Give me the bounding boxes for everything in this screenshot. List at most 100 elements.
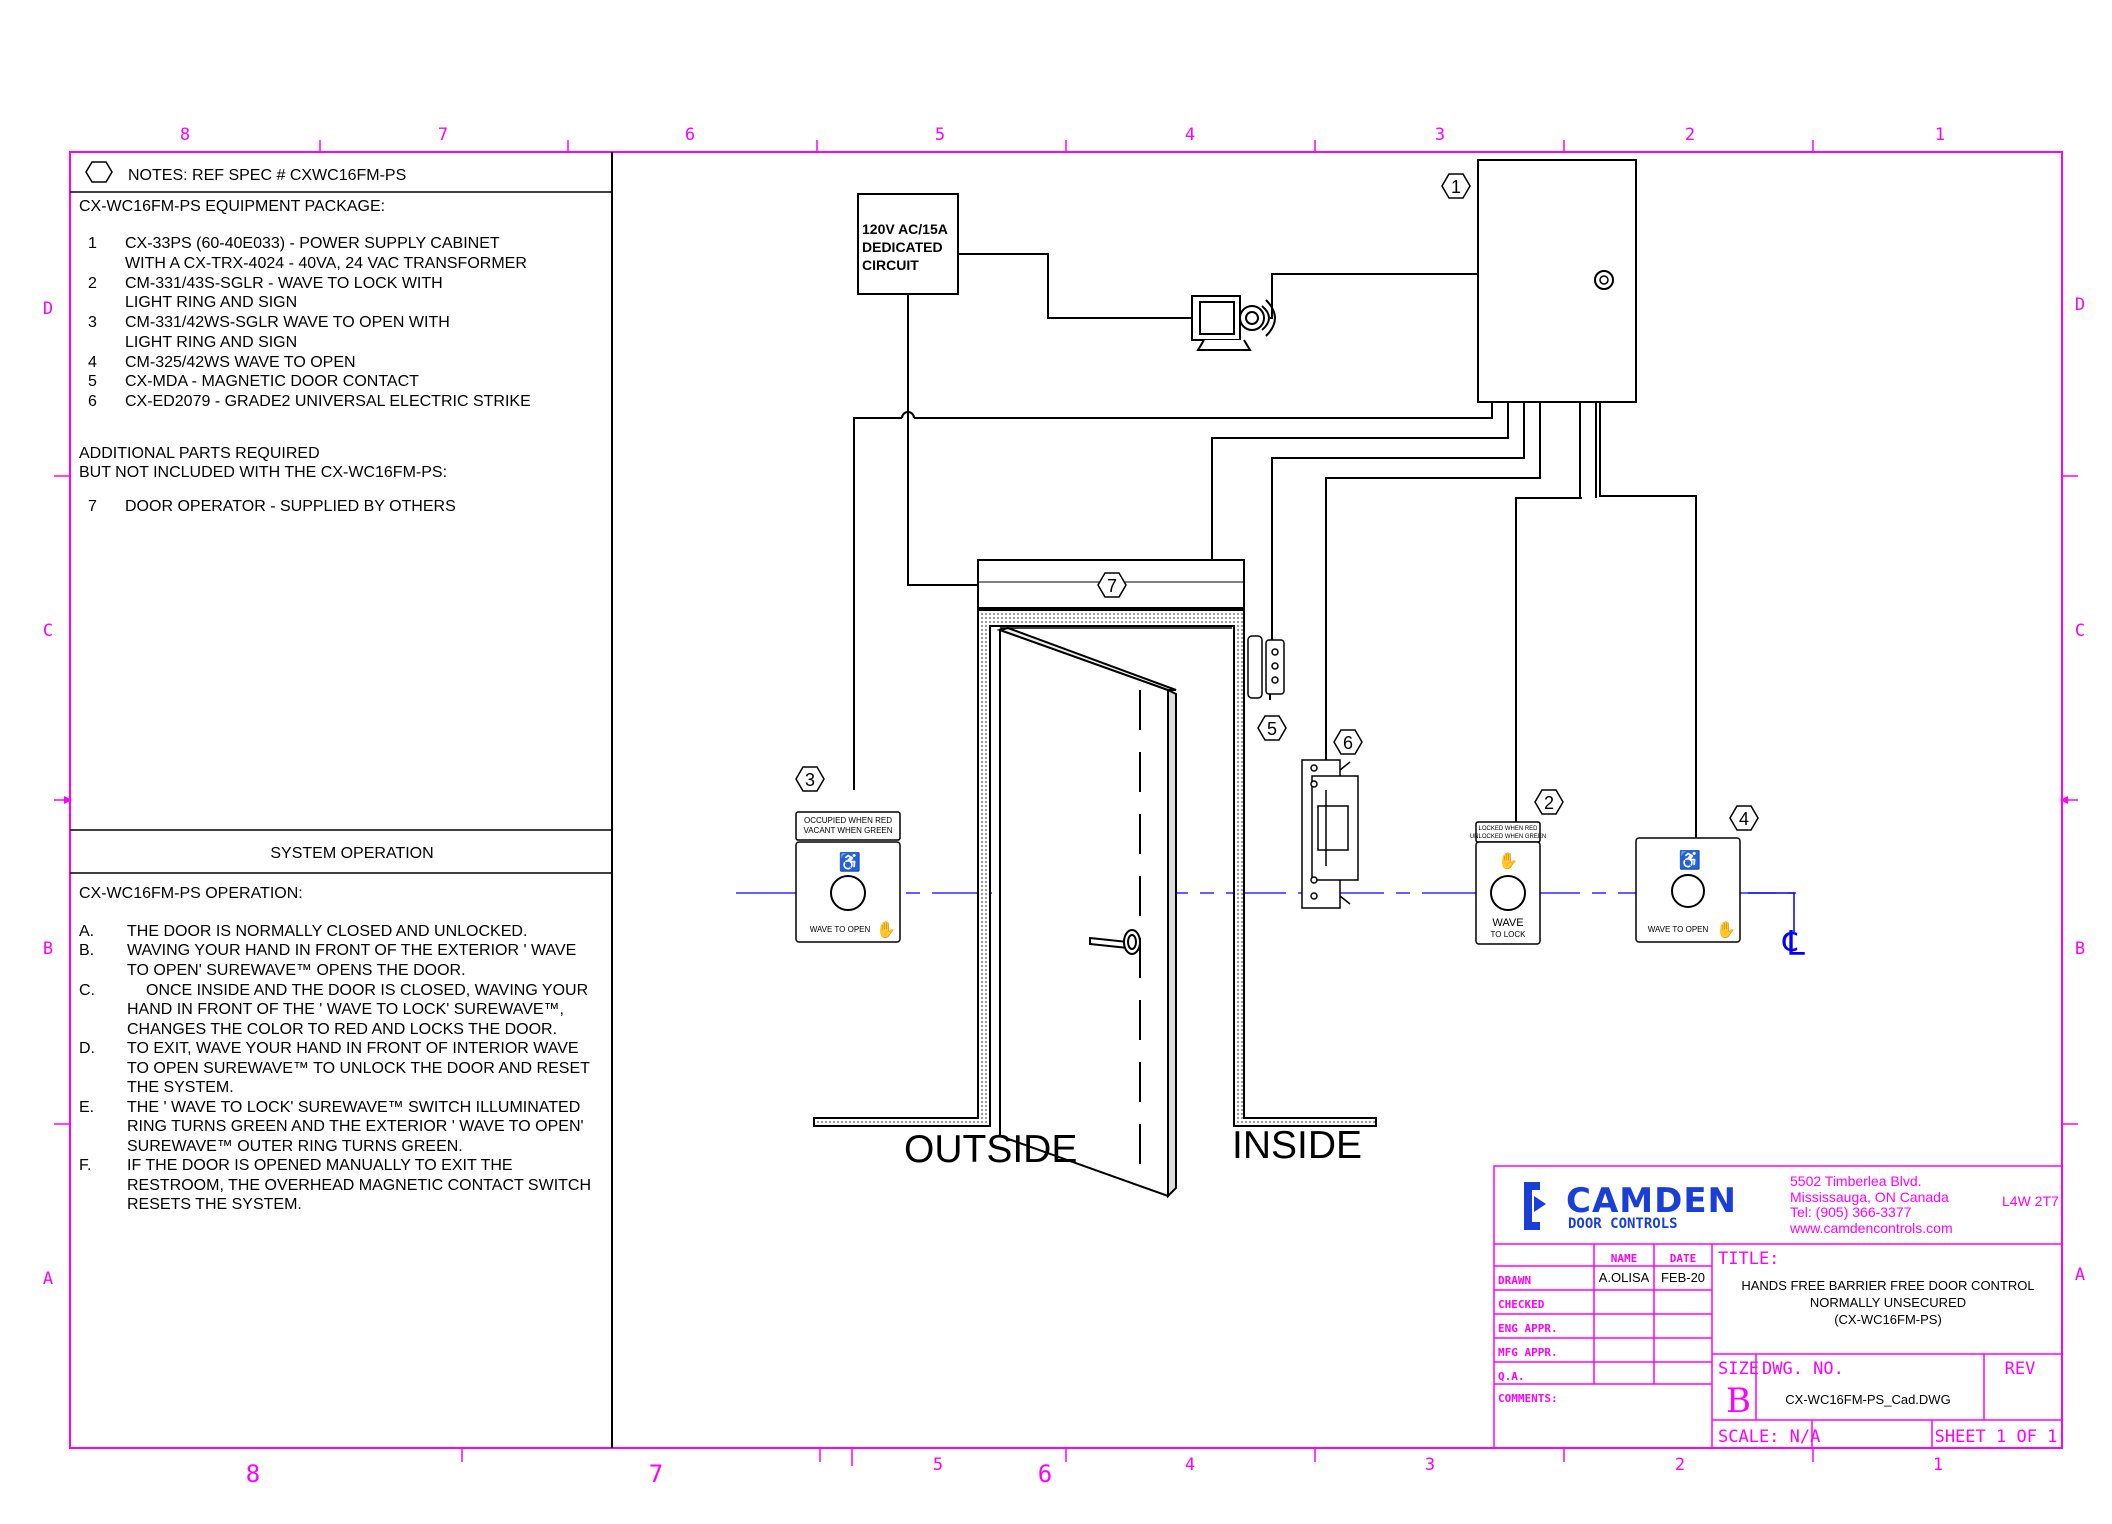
step-line: TO OPEN SUREWAVE™ TO UNLOCK THE DOOR AND… [127, 1060, 590, 1077]
wave-to-open-label: WAVE TO OPEN [1648, 925, 1709, 934]
additional-parts-line: BUT NOT INCLUDED WITH THE CX-WC16FM-PS: [79, 464, 447, 481]
door-operator: 7 [977, 559, 1245, 609]
dwg-label: DWG. NO. [1762, 1359, 1844, 1379]
drawing-title-line: (CX-WC16FM-PS) [1834, 1312, 1942, 1327]
zone-left-A: A [43, 1269, 53, 1289]
step-line: RESETS THE SYSTEM. [127, 1196, 302, 1213]
operation-panel: SYSTEM OPERATION CX-WC16FM-PS OPERATION:… [70, 829, 612, 1213]
operation-title: CX-WC16FM-PS OPERATION: [79, 885, 303, 902]
hand-wave-icon: ✋ [1716, 920, 1736, 939]
step-line: IF THE DOOR IS OPENED MANUALLY TO EXIT T… [127, 1157, 513, 1174]
step-line: WAVING YOUR HAND IN FRONT OF THE EXTERIO… [127, 942, 576, 959]
equipment-line: CM-331/42WS-SGLR WAVE TO OPEN WITH [125, 314, 450, 331]
electric-strike-icon [1301, 759, 1359, 909]
zone-top-8: 8 [180, 125, 190, 145]
callout-number: 4 [1739, 809, 1749, 829]
logo-main: CAMDEN [1566, 1181, 1737, 1221]
callout-number: 3 [805, 770, 815, 790]
callouts: 1 2 3 4 5 6 [795, 173, 1759, 831]
equipment-line: CX-33PS (60-40E033) - POWER SUPPLY CABIN… [125, 235, 500, 252]
approvals-table: NAME DATE DRAWN CHECKED ENG APPR. MFG AP… [1498, 1252, 1696, 1405]
dwg-value: CX-WC16FM-PS_Cad.DWG [1785, 1392, 1950, 1407]
equipment-list: 1 CX-33PS (60-40E033) - POWER SUPPLY CAB… [88, 235, 531, 410]
equipment-line: LIGHT RING AND SIGN [125, 334, 297, 351]
drawn-name: A.OLISA [1599, 1270, 1650, 1285]
sheet-label: SHEET 1 OF 1 [1935, 1427, 2058, 1447]
address-line: 5502 Timberlea Blvd. [1790, 1173, 1922, 1189]
title-block [1493, 1165, 2063, 1449]
size-value: B [1726, 1381, 1751, 1421]
wiring [853, 253, 1697, 838]
step-line: RING TURNS GREEN AND THE EXTERIOR ' WAVE… [127, 1118, 584, 1135]
wheelchair-icon: ♿ [839, 851, 861, 872]
callout-6: 6 [1333, 729, 1363, 755]
zone-top-2: 2 [1685, 125, 1695, 145]
sign-line: LOCKED WHEN RED [1478, 826, 1538, 832]
equipment-line: CX-ED2079 - GRADE2 UNIVERSAL ELECTRIC ST… [125, 393, 531, 410]
door-leaf [996, 626, 1177, 1199]
door-frame [813, 609, 1377, 1127]
zone-right-A: A [2075, 1265, 2085, 1285]
scale-label: SCALE: N/A [1718, 1427, 1820, 1447]
row-mfg-appr: MFG APPR. [1498, 1346, 1558, 1359]
magnetic-contact-icon [1247, 635, 1285, 699]
notes-header: NOTES: REF SPEC # CXWC16FM-PS [128, 167, 406, 184]
callout-number: 5 [1267, 719, 1277, 739]
equipment-num: 2 [88, 275, 97, 292]
zone-top-7: 7 [438, 125, 448, 145]
zone-bottom-4: 4 [1185, 1455, 1195, 1475]
centerline: ℄ [736, 892, 1805, 963]
postal-code: L4W 2T7 [2002, 1193, 2059, 1209]
additional-parts-line: ADDITIONAL PARTS REQUIRED [79, 445, 320, 462]
logo-sub: DOOR CONTROLS [1568, 1216, 1678, 1232]
zone-left-B: B [43, 939, 53, 959]
step-letter: E. [79, 1099, 94, 1116]
zone-bottom-3: 3 [1425, 1455, 1435, 1475]
equipment-line: CX-MDA - MAGNETIC DOOR CONTACT [125, 373, 419, 390]
extra-item-text: DOOR OPERATOR - SUPPLIED BY OTHERS [125, 498, 456, 515]
hand-wave-icon: ✋ [876, 920, 896, 939]
to-lock-label: TO LOCK [1491, 930, 1527, 939]
address-line: Tel: (905) 366-3377 [1790, 1204, 1912, 1220]
circuit-line: CIRCUIT [862, 257, 919, 273]
equipment-line: LIGHT RING AND SIGN [125, 294, 297, 311]
step-letter: D. [79, 1040, 95, 1057]
equipment-line: CM-331/43S-SGLR - WAVE TO LOCK WITH [125, 275, 443, 292]
callout-4: 4 [1729, 805, 1759, 831]
row-checked: CHECKED [1498, 1298, 1545, 1311]
drawing-title-line: NORMALLY UNSECURED [1810, 1295, 1966, 1310]
company-address: 5502 Timberlea Blvd. Mississauga, ON Can… [1789, 1173, 2059, 1236]
notes-panel: NOTES: REF SPEC # CXWC16FM-PS CX-WC16FM-… [70, 161, 612, 515]
sign-line: VACANT WHEN GREEN [803, 826, 892, 835]
wave-to-open-label: WAVE TO OPEN [810, 925, 871, 934]
sign-line: UNLOCKED WHEN GREEN [1470, 834, 1546, 840]
wave-to-open-switch-inside: ♿ WAVE TO OPEN ✋ [1635, 837, 1741, 943]
dedicated-circuit-box: 120V AC/15A DEDICATED CIRCUIT [857, 193, 959, 295]
zone-bottom-6: 6 [1038, 1460, 1052, 1488]
step-line: TO OPEN' SUREWAVE™ OPENS THE DOOR. [127, 962, 466, 979]
zone-top-6: 6 [685, 125, 695, 145]
wave-sensor [1490, 875, 1526, 911]
drawing-title-line: HANDS FREE BARRIER FREE DOOR CONTROL [1741, 1278, 2034, 1293]
camden-logo: CAMDEN DOOR CONTROLS [1524, 1181, 1737, 1232]
power-supply-cabinet [1477, 159, 1637, 403]
sheet-frame [54, 140, 2078, 1466]
callout-number: 6 [1343, 733, 1353, 753]
equipment-num: 4 [88, 354, 97, 371]
row-comments: COMMENTS: [1498, 1392, 1558, 1405]
zone-bottom-1: 1 [1933, 1455, 1943, 1475]
zone-right-D: D [2075, 295, 2085, 315]
row-qa: Q.A. [1498, 1370, 1525, 1383]
zone-bottom-2: 2 [1675, 1455, 1685, 1475]
hexagon-icon [85, 161, 113, 183]
callout-1: 1 [1441, 173, 1471, 199]
step-line: HAND IN FRONT OF THE ' WAVE TO LOCK' SUR… [127, 1001, 564, 1018]
wave-to-lock-switch: LOCKED WHEN RED UNLOCKED WHEN GREEN ✋ WA… [1470, 821, 1546, 945]
callout-7-number: 7 [1107, 576, 1117, 596]
row-drawn: DRAWN [1498, 1274, 1531, 1287]
zone-bottom-8: 8 [246, 1460, 260, 1488]
step-line: ONCE INSIDE AND THE DOOR IS CLOSED, WAVI… [146, 982, 588, 999]
equipment-num: 3 [88, 314, 97, 331]
circuit-line: 120V AC/15A [862, 221, 948, 237]
